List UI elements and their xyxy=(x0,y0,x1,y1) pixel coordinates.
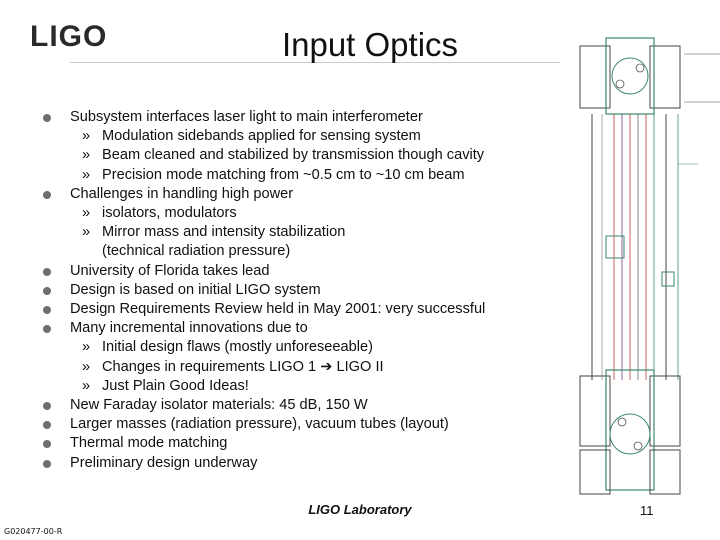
header-rule xyxy=(70,62,560,63)
sub-bullet-item: » Precision mode matching from ~0.5 cm to… xyxy=(40,166,560,185)
bullet-item: Many incremental innovations due to xyxy=(40,319,560,338)
bullet-text: Thermal mode matching xyxy=(70,435,228,452)
footer-label: LIGO Laboratory xyxy=(308,502,412,517)
bottom-chamber-drawing xyxy=(579,369,681,495)
bullet-dot xyxy=(43,306,51,315)
bullet-item: University of Florida takes lead xyxy=(40,262,560,281)
bullet-item: Challenges in handling high power xyxy=(40,185,560,204)
bullet-item: Design is based on initial LIGO system xyxy=(40,281,560,300)
bullet-item: Subsystem interfaces laser light to main… xyxy=(40,108,560,127)
sub-bullet-text: Precision mode matching from ~0.5 cm to … xyxy=(102,166,465,183)
sub-bullet-text: Just Plain Good Ideas! xyxy=(102,377,249,394)
sub-bullet-item: » Mirror mass and intensity stabilization xyxy=(40,223,560,242)
document-id: G020477-00-R xyxy=(4,527,63,536)
bullet-text: Many incremental innovations due to xyxy=(70,320,308,337)
bullet-item: Design Requirements Review held in May 2… xyxy=(40,300,560,319)
bullet-text: Subsystem interfaces laser light to main… xyxy=(70,109,423,125)
ligo-logo: LIGO xyxy=(30,20,108,53)
bullet-text: Design is based on initial LIGO system xyxy=(70,281,321,298)
sub-bullet-marker: » xyxy=(82,224,91,241)
bullet-item: New Faraday isolator materials: 45 dB, 1… xyxy=(40,396,560,415)
bullet-dot xyxy=(43,267,51,276)
beam-tube-lines xyxy=(591,114,698,380)
bullet-dot xyxy=(43,325,51,334)
bullet-dot xyxy=(43,402,51,411)
sub-bullet-text: Initial design flaws (mostly unforeseeab… xyxy=(102,339,373,356)
arrow-icon: ➔ xyxy=(320,358,333,375)
sub-bullet-item: » Beam cleaned and stabilized by transmis… xyxy=(40,146,560,165)
bullet-text: Preliminary design underway xyxy=(70,454,258,471)
sub-bullet-item: » Initial design flaws (mostly unforeseea… xyxy=(40,338,560,357)
bullet-dot xyxy=(43,440,51,449)
sub-bullet-marker: » xyxy=(82,358,91,375)
bullet-dot xyxy=(43,286,51,295)
sub-bullet-marker: » xyxy=(82,166,91,183)
sub-bullet-text: isolators, modulators xyxy=(102,205,237,222)
sub-bullet-text: Changes in requirements LIGO 1 xyxy=(102,358,317,375)
bullet-dot xyxy=(43,459,51,468)
bullet-dot xyxy=(43,114,51,122)
bullet-text: New Faraday isolator materials: 45 dB, 1… xyxy=(70,397,368,414)
bullet-text: Challenges in handling high power xyxy=(70,185,294,202)
sub-bullet-item: » Changes in requirements LIGO 1 ➔ LIGO I… xyxy=(40,358,560,377)
top-chamber-drawing xyxy=(579,37,720,115)
sub-bullet-item: » Just Plain Good Ideas! xyxy=(40,377,560,396)
bullet-list: Subsystem interfaces laser light to main… xyxy=(40,108,560,473)
sub-bullet-marker: » xyxy=(82,147,91,164)
sub-bullet-marker: » xyxy=(82,339,91,356)
bullet-item: Preliminary design underway xyxy=(40,454,560,473)
sub-bullet-marker: » xyxy=(82,205,91,222)
bullet-dot xyxy=(43,421,51,430)
bullet-text: Larger masses (radiation pressure), vacu… xyxy=(70,416,449,433)
sub-bullet-continuation: (technical radiation pressure) xyxy=(102,243,291,260)
sub-bullet-text: Beam cleaned and stabilized by transmiss… xyxy=(102,147,485,164)
bullet-text: University of Florida takes lead xyxy=(70,262,270,279)
page-number: 11 xyxy=(640,503,654,518)
sub-bullet-text: Mirror mass and intensity stabilization xyxy=(102,224,346,241)
bullet-item: Larger masses (radiation pressure), vacu… xyxy=(40,415,560,434)
sub-bullet-marker: » xyxy=(82,128,91,145)
sub-bullet-text: Modulation sidebands applied for sensing… xyxy=(102,128,421,145)
bullet-text: Design Requirements Review held in May 2… xyxy=(70,301,486,318)
sub-bullet-text: LIGO II xyxy=(336,358,384,375)
sub-bullet-item: » Modulation sidebands applied for sensin… xyxy=(40,127,560,146)
bullet-item: Thermal mode matching xyxy=(40,434,560,453)
slide-title: Input Optics xyxy=(281,26,459,63)
sub-bullet-item: » isolators, modulators xyxy=(40,204,560,223)
sub-bullet-marker: » xyxy=(82,377,91,394)
optical-layout-diagram xyxy=(579,37,720,495)
bullet-dot xyxy=(43,190,51,199)
